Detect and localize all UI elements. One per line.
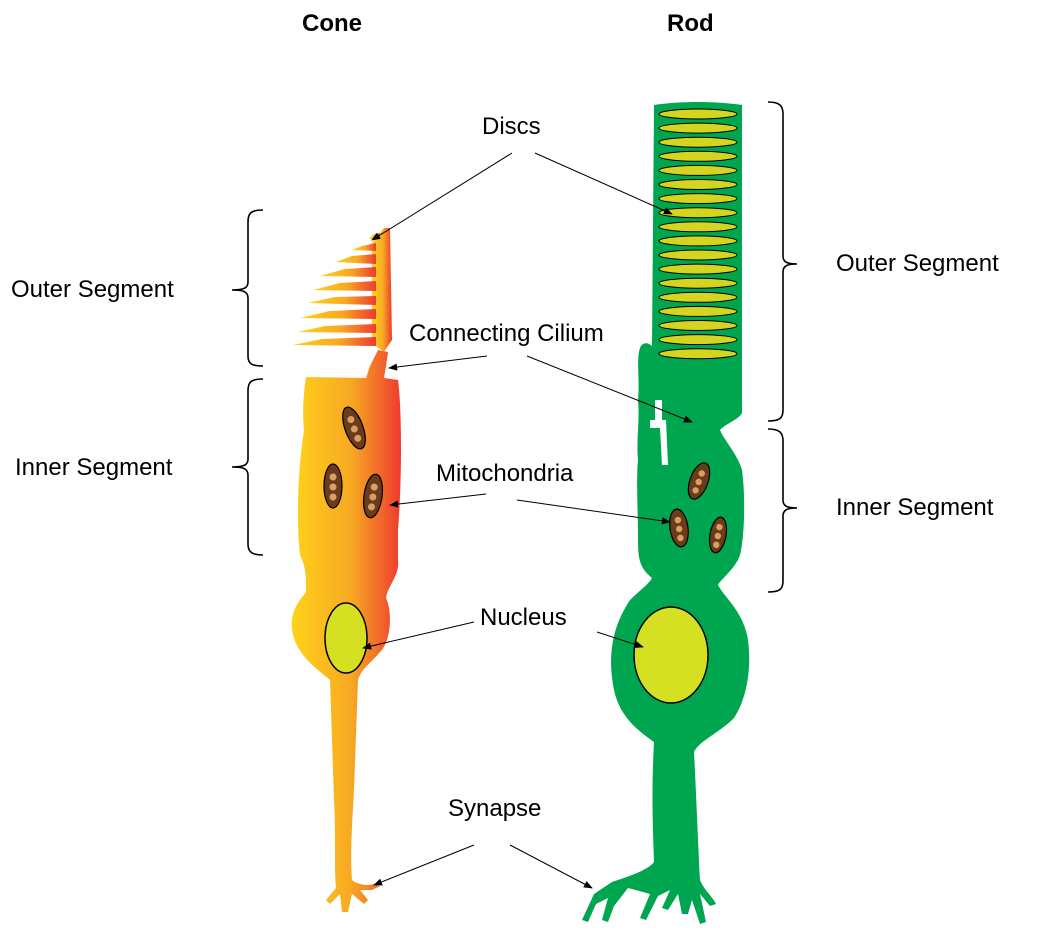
rod-disc [659, 109, 737, 119]
rod-disc [659, 349, 737, 359]
cilium-pointer-cone [389, 356, 487, 368]
cone-outer-segment [293, 228, 392, 352]
rod-disc [659, 321, 737, 331]
rod-disc [659, 222, 737, 232]
rod-disc [659, 123, 737, 133]
cone-cell [292, 228, 401, 912]
rod-outer-segment-label: Outer Segment [836, 252, 999, 276]
rod-disc [659, 194, 737, 204]
mito-pointer-cone [390, 494, 486, 505]
rod-disc [659, 236, 737, 246]
rod-disc [659, 250, 737, 260]
synapse-pointer-cone [374, 845, 474, 885]
rod-title: Rod [667, 12, 714, 36]
rod-disc [659, 165, 737, 175]
cone-title: Cone [302, 12, 362, 36]
discs-label: Discs [482, 115, 541, 139]
rod-outer-bracket [768, 102, 797, 421]
mitochondria-label: Mitochondria [436, 462, 573, 486]
rod-disc [659, 208, 737, 218]
cone-inner-segment-label: Inner Segment [15, 456, 172, 480]
cone-outer-segment-label: Outer Segment [11, 278, 174, 302]
synapse-pointer-rod [510, 845, 592, 888]
rod-disc [659, 306, 737, 316]
rod-disc [659, 278, 737, 288]
discs-pointer-rod [535, 153, 672, 214]
rod-inner-segment-label: Inner Segment [836, 496, 993, 520]
cone-outer-bracket [232, 210, 263, 366]
nucleus-label: Nucleus [480, 606, 567, 630]
synapse-label: Synapse [448, 797, 541, 821]
rod-disc [659, 264, 737, 274]
rod-disc [659, 335, 737, 345]
rod-nucleus [634, 607, 708, 703]
connecting-cilium-label: Connecting Cilium [409, 322, 604, 346]
rod-disc [659, 292, 737, 302]
rod-inner-bracket [768, 429, 797, 592]
rod-disc [659, 180, 737, 190]
rod-disc [659, 151, 737, 161]
cone-inner-bracket [232, 379, 263, 555]
rod-disc [659, 137, 737, 147]
cone-nucleus [325, 603, 367, 673]
discs-pointer-cone [372, 153, 512, 240]
